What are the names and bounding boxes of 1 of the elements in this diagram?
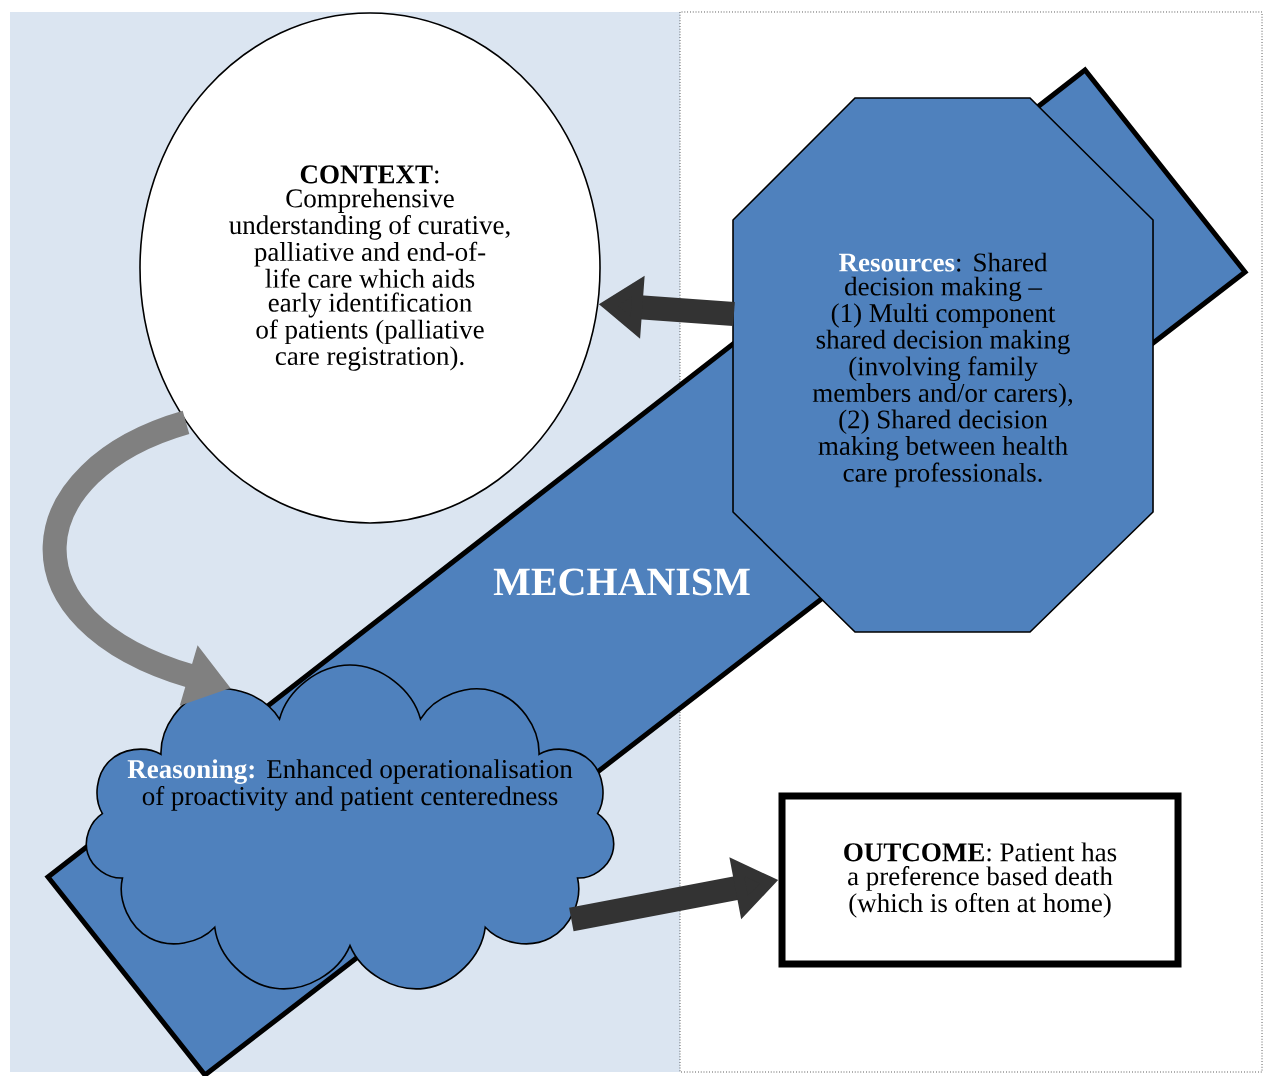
outcome-box: OUTCOME: Patient has a preference based death (which is often at home) [778, 792, 1182, 968]
